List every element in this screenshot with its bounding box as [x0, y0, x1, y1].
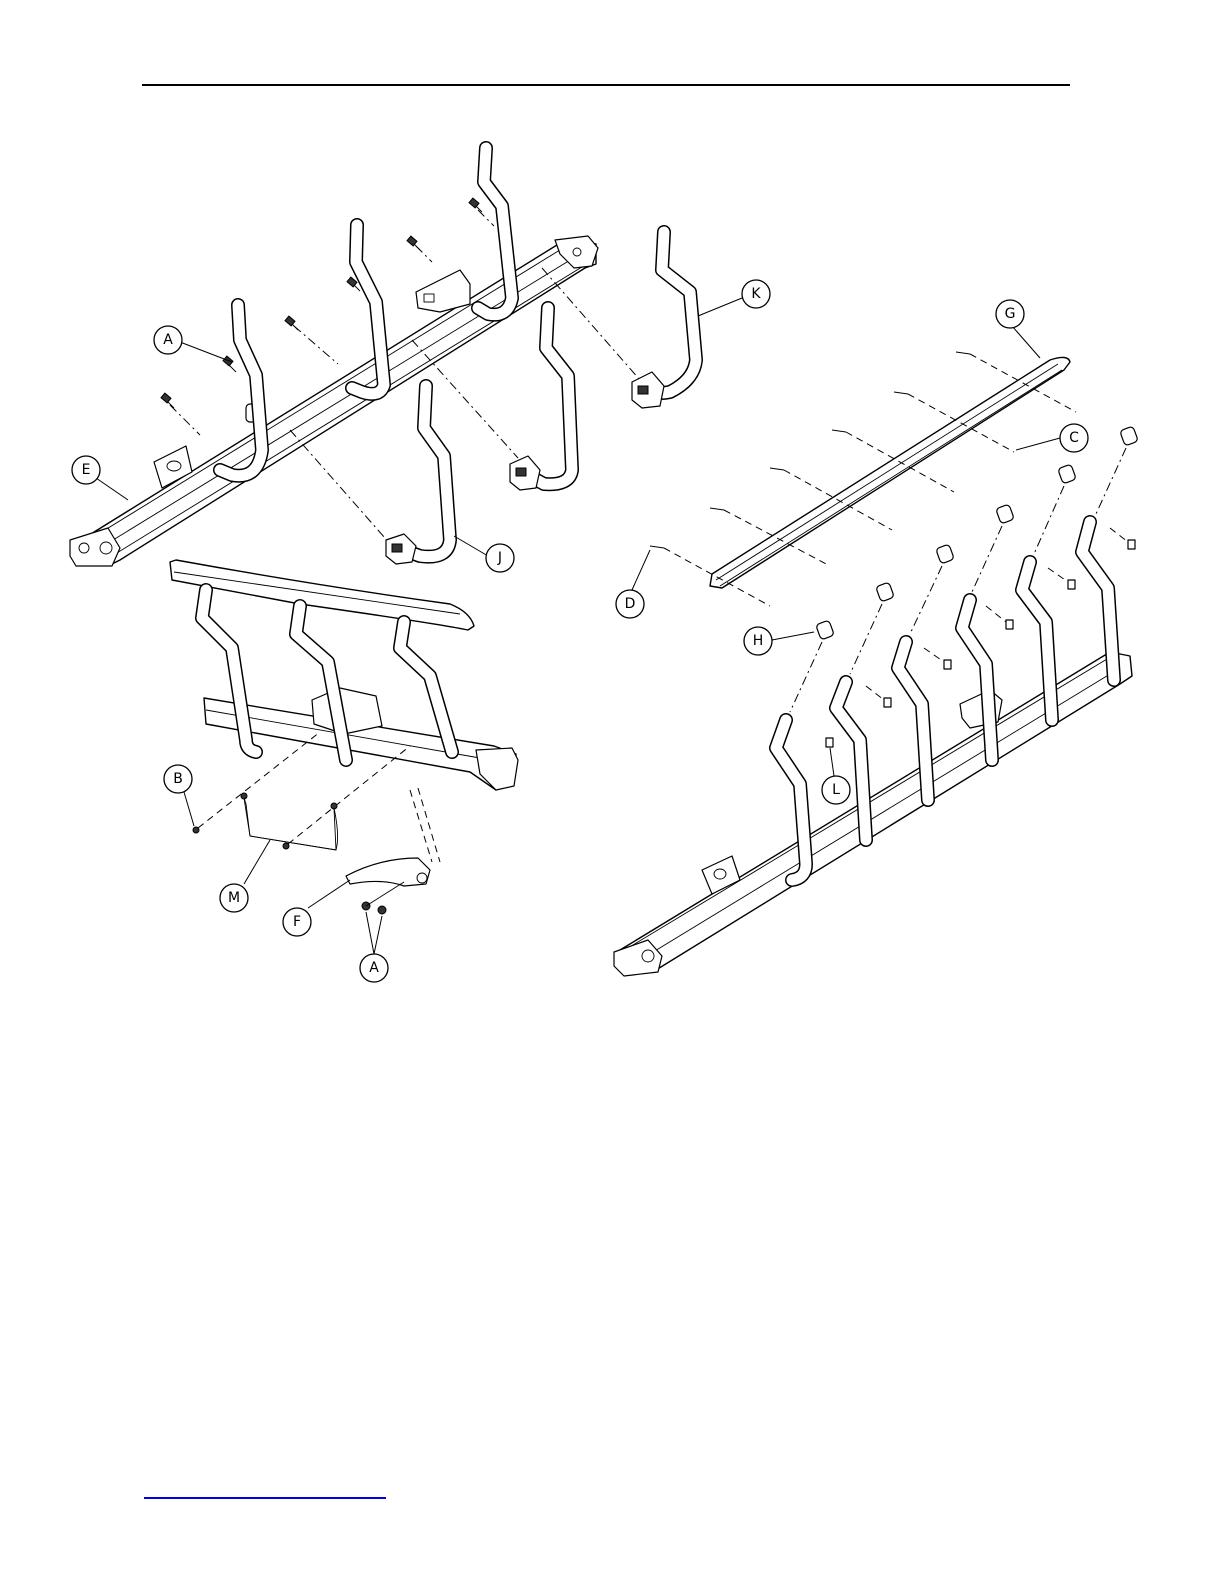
assembly-bottom-left: [170, 560, 518, 914]
callout-g: G: [996, 300, 1024, 328]
footer-link-rule[interactable]: [144, 1497, 386, 1499]
callout-m: M: [220, 884, 248, 912]
callout-a-top-text: A: [163, 332, 173, 348]
callout-h-text: H: [753, 633, 764, 649]
callout-f-text: F: [293, 914, 301, 930]
callout-a-top: A: [154, 326, 182, 354]
callout-l: L: [822, 776, 850, 804]
callout-m-text: M: [228, 890, 240, 906]
callout-c-text: C: [1069, 430, 1079, 446]
callout-b-text: B: [173, 771, 183, 787]
callout-d-text: D: [625, 596, 636, 612]
callout-k: K: [742, 280, 770, 308]
assembly-top-left: [70, 148, 696, 566]
callout-d: D: [616, 590, 644, 618]
callout-a-bottom: A: [360, 954, 388, 982]
callout-e: E: [72, 456, 100, 484]
callout-g-text: G: [1005, 306, 1016, 322]
callout-h: H: [744, 627, 772, 655]
callout-l-text: L: [832, 782, 840, 798]
callout-f: F: [283, 908, 311, 936]
callout-a-bottom-text: A: [369, 960, 379, 976]
callout-j: J: [486, 544, 514, 572]
leader-lines: [96, 298, 1060, 954]
callout-b: B: [164, 765, 192, 793]
assembly-right: [614, 352, 1138, 976]
callout-j-text: J: [497, 550, 502, 566]
callout-c: C: [1060, 424, 1088, 452]
callout-e-text: E: [82, 462, 91, 478]
callout-k-text: K: [751, 286, 761, 302]
